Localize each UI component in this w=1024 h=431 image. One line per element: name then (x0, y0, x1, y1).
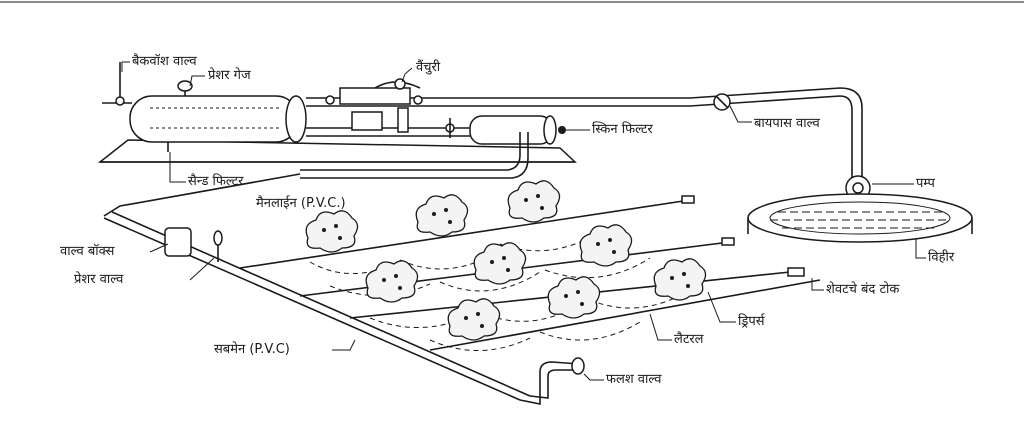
sand-filter-label: सैन्ड फिल्टर (188, 174, 244, 189)
screen-filter (300, 115, 566, 179)
filter-piping (306, 87, 690, 138)
backwash-valve-label: बैकवॉश वाल्व (132, 54, 197, 69)
plant-6 (579, 224, 633, 267)
venturi-label: वैंचुरी (416, 60, 441, 75)
lateral-label: लैटरल (674, 332, 704, 347)
mainline-label: मैनलाईन (P.V.C.) (256, 196, 346, 211)
plant-4 (365, 260, 419, 303)
valve-box-label: वाल्व बॉक्स (60, 244, 115, 259)
end-cap-label: शेवटचे बंद टोक (826, 282, 900, 297)
backwash-valve (115, 62, 125, 106)
pump-label: पम्प (916, 176, 935, 191)
mainline-pipe (103, 173, 301, 217)
pressure-gauge-label: प्रेशर गेज (208, 68, 251, 83)
bypass-valve (713, 93, 731, 111)
sand-filter-tank (102, 95, 307, 152)
pump-supply-pipe (689, 87, 863, 180)
pressure-gauge (177, 80, 193, 96)
plant-3 (507, 180, 561, 223)
plant-7 (447, 298, 501, 341)
flush-valve (571, 357, 585, 375)
plant-8 (547, 276, 601, 319)
pressure-valve (213, 230, 223, 262)
plant-1 (305, 210, 359, 253)
flush-valve-label: फलश वाल्व (606, 372, 662, 387)
submain-label: सबमेन (P.V.C) (214, 342, 290, 357)
plant-9 (653, 258, 707, 301)
plant-2 (415, 194, 469, 237)
well-label: विहीर (928, 250, 955, 265)
pressure-valve-label: प्रेशर वाल्व (74, 272, 124, 287)
label-leader-lines (121, 61, 926, 381)
bypass-valve-label: बायपास वाल्व (754, 116, 820, 131)
filter-base-platform (97, 139, 577, 163)
screen-filter-label: स्किन फिल्टर (592, 122, 653, 137)
dripper-label: ड्रिपर्स (738, 314, 765, 329)
well (747, 193, 973, 243)
plant-5 (473, 242, 527, 285)
valve-box (164, 227, 192, 257)
